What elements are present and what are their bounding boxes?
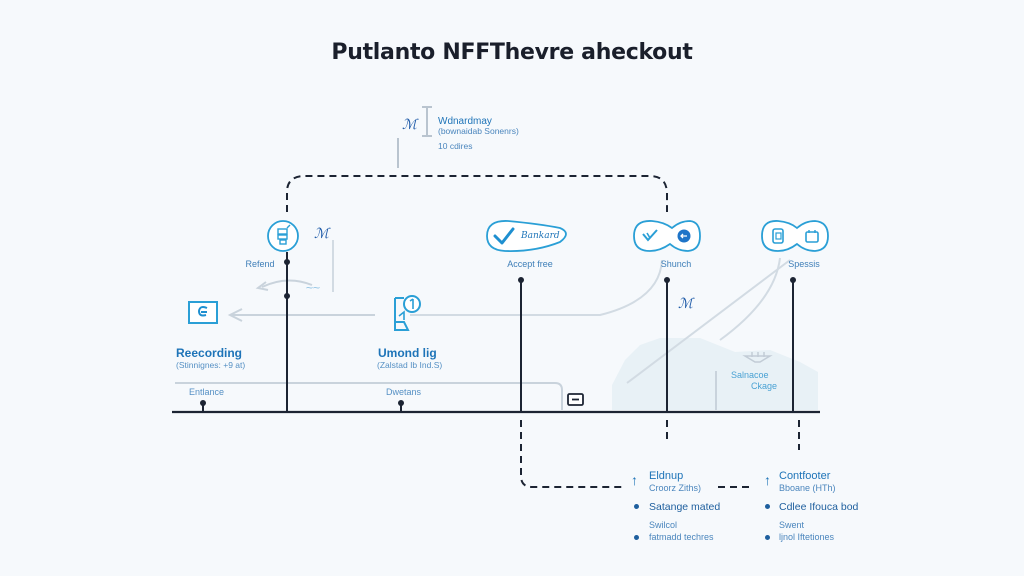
legend-2-heading: Contfooter xyxy=(779,470,831,482)
bullet-icon xyxy=(765,504,770,509)
top-note-subtitle: (bownaidab Sonenrs) xyxy=(438,126,519,136)
stage-recording-subtitle: (Stinnignes: +9 at) xyxy=(176,360,246,370)
minus-box-icon xyxy=(567,393,584,406)
stage-recording-heading[interactable]: Reecording xyxy=(176,346,243,360)
dot xyxy=(790,277,796,283)
legend-2-item: Cdlee Ifouca bod xyxy=(779,501,859,513)
node-spesis-label[interactable]: Spessis xyxy=(788,259,820,269)
node-refend-label[interactable]: Refend xyxy=(245,259,275,269)
bullet-icon xyxy=(765,535,770,540)
faint-curve xyxy=(719,257,781,341)
node-accept-badge[interactable]: Bankard xyxy=(521,231,560,241)
dot xyxy=(284,259,290,265)
dot xyxy=(664,277,670,283)
node-accept-label[interactable]: Accept free xyxy=(507,259,553,269)
legend-2-item: ljnol Iftetiones xyxy=(779,532,835,542)
legend-1-item: fatmadd techres xyxy=(649,532,714,542)
dashed-connector-bottom xyxy=(520,420,623,488)
bullet-icon xyxy=(634,535,639,540)
top-note-bracket xyxy=(397,106,432,168)
faint-diagonal xyxy=(626,259,791,384)
node-refend-icon xyxy=(267,220,299,252)
stage-recording-icon xyxy=(188,301,218,324)
dot xyxy=(284,293,290,299)
scribble-note-icon: ⁓⁓ xyxy=(306,285,320,292)
legend-2-subtitle: Bboane (HTh) xyxy=(779,483,836,493)
faint-curve-2 xyxy=(410,259,663,316)
arrow-up-icon: ↑ xyxy=(764,472,771,488)
legend-2-item: Swent xyxy=(779,520,805,530)
dashed-connector-top xyxy=(286,175,668,212)
legend-1-item: Swilcol xyxy=(649,520,678,530)
refend-curve-arrowhead xyxy=(255,281,269,291)
scribble-icon: ℳ xyxy=(678,296,693,312)
stage-umond-heading[interactable]: Umond lig xyxy=(378,346,437,360)
node-spesis-pill xyxy=(761,220,829,252)
legend-1-item: Satange mated xyxy=(649,501,721,513)
page-title: Putlanto NFFThevre aheckout xyxy=(331,40,693,65)
timeline-label-entlance: Entlance xyxy=(189,387,225,397)
stage-umond-subtitle: (Zalstad Ib Ind.S) xyxy=(377,360,443,370)
timeline-label-dwetans: Dwetans xyxy=(386,387,422,397)
node-shunch-label[interactable]: Shunch xyxy=(660,259,692,269)
return-arrowhead xyxy=(227,308,243,322)
area-label-line2: Ckage xyxy=(751,381,778,391)
decorative-tree-icon xyxy=(742,352,773,363)
scribble-icon: ℳ xyxy=(314,226,329,242)
node-shunch-pill xyxy=(633,220,701,252)
top-note-count: 10 cdires xyxy=(438,141,473,151)
area-label-line1: Salnacoe xyxy=(731,370,769,380)
dot xyxy=(518,277,524,283)
legend-1-subtitle: Croorz Ziths) xyxy=(649,483,702,493)
scribble-icon: ℳ xyxy=(402,117,417,133)
stage-underline xyxy=(175,382,563,410)
dot xyxy=(398,400,404,406)
legend-1-heading: Eldnup xyxy=(649,470,684,482)
arrow-up-icon: ↑ xyxy=(631,472,638,488)
node-accept-pill xyxy=(486,220,567,252)
bullet-icon xyxy=(634,504,639,509)
top-note-heading: Wdnardmay xyxy=(438,116,492,127)
stage-umond-icon xyxy=(394,295,421,331)
dot xyxy=(200,400,206,406)
